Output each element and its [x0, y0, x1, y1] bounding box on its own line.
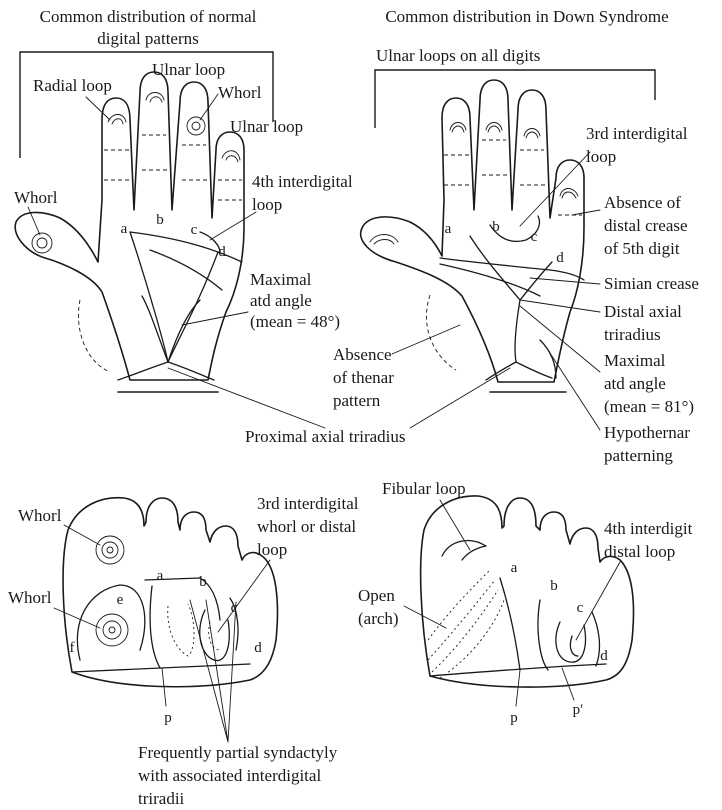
normal-foot-a: a [157, 568, 164, 584]
title-normal-line2: digital patterns [97, 29, 199, 48]
down-foot-a: a [511, 560, 518, 576]
label-4th-interdigit-1: 4th interdigit [604, 519, 693, 538]
label-ulnar-all: Ulnar loops on all digits [376, 46, 540, 65]
label-maximal-3: (mean = 48°) [250, 312, 340, 331]
normal-triradius-a: a [121, 221, 128, 237]
down-foot-p-prime: p′ [573, 702, 584, 718]
down-foot-p: p [510, 710, 518, 726]
label-maximal-down-2: atd angle [604, 374, 666, 393]
label-absence-distal-1: Absence of [604, 193, 681, 212]
label-4th-interdigital-1: 4th interdigital [252, 172, 353, 191]
label-absence-thenar-2: of thenar [333, 368, 394, 387]
label-4th-interdigit-2: distal loop [604, 542, 675, 561]
label-whorl-finger: Whorl [218, 83, 262, 102]
title-down: Common distribution in Down Syndrome [385, 7, 668, 26]
label-syndactyly-2: with associated interdigital [138, 766, 321, 785]
label-foot-whorl-top: Whorl [18, 506, 62, 525]
label-hypothenar-2: patterning [604, 446, 673, 465]
label-4th-interdigital-2: loop [252, 195, 282, 214]
label-distal-axial-1: Distal axial [604, 302, 682, 321]
down-triradius-c: c [531, 229, 538, 245]
normal-foot-p: p [164, 710, 172, 726]
label-ulnar-loop-top: Ulnar loop [152, 60, 225, 79]
label-maximal-2: atd angle [250, 291, 312, 310]
label-radial-loop: Radial loop [33, 76, 112, 95]
down-foot-d: d [600, 648, 608, 664]
normal-triradius-c: c [191, 222, 198, 238]
label-absence-distal-3: of 5th digit [604, 239, 680, 258]
label-proximal-axial: Proximal axial triradius [245, 427, 406, 446]
label-foot-3rd-interdigital-1: 3rd interdigital [257, 494, 359, 513]
label-ulnar-loop-right: Ulnar loop [230, 117, 303, 136]
label-open-arch-1: Open [358, 586, 395, 605]
label-maximal-1: Maximal [250, 270, 312, 289]
normal-hand-outline [15, 72, 244, 380]
label-simian: Simian crease [604, 274, 699, 293]
label-syndactyly-1: Frequently partial syndactyly [138, 743, 338, 762]
label-3rd-interdigital-2: loop [586, 147, 616, 166]
normal-foot-f: f [70, 640, 75, 656]
label-maximal-down-3: (mean = 81°) [604, 397, 694, 416]
label-distal-axial-2: triradius [604, 325, 661, 344]
label-syndactyly-3: triradii [138, 789, 185, 808]
label-absence-thenar-1: Absence [333, 345, 392, 364]
label-3rd-interdigital-1: 3rd interdigital [586, 124, 688, 143]
normal-triradius-b: b [156, 212, 164, 228]
down-triradius-b: b [492, 219, 500, 235]
label-foot-3rd-interdigital-3: loop [257, 540, 287, 559]
down-triradius-a: a [445, 221, 452, 237]
normal-foot-b: b [199, 574, 207, 590]
normal-foot-outline [63, 498, 277, 687]
label-absence-distal-2: distal crease [604, 216, 688, 235]
down-triradius-d: d [556, 250, 564, 266]
label-hypothenar-1: Hypothernar [604, 423, 690, 442]
normal-hand: a b c d Radial loop Ulnar loop Whorl Uln… [14, 52, 353, 392]
label-absence-thenar-3: pattern [333, 391, 381, 410]
label-open-arch-2: (arch) [358, 609, 399, 628]
down-hand-outline [361, 80, 584, 382]
label-maximal-down-1: Maximal [604, 351, 666, 370]
normal-foot: a b c d e f p Whorl Whorl 3rd interdigit… [8, 494, 359, 808]
down-foot-b: b [550, 578, 558, 594]
down-hand: a b c d Ulnar loops on all digits 3rd in… [333, 46, 699, 465]
normal-triradius-d: d [218, 244, 226, 260]
label-whorl-thumb: Whorl [14, 188, 58, 207]
down-foot-c: c [577, 600, 584, 616]
label-foot-whorl-side: Whorl [8, 588, 52, 607]
title-normal-line1: Common distribution of normal [40, 7, 257, 26]
label-foot-3rd-interdigital-2: whorl or distal [257, 517, 356, 536]
normal-foot-e: e [117, 592, 124, 608]
label-fibular-loop: Fibular loop [382, 479, 466, 498]
normal-foot-d: d [254, 640, 262, 656]
down-foot: a b c d p p′ Fibular loop Open (arch) 4t… [358, 479, 693, 726]
down-bracket [375, 70, 655, 128]
